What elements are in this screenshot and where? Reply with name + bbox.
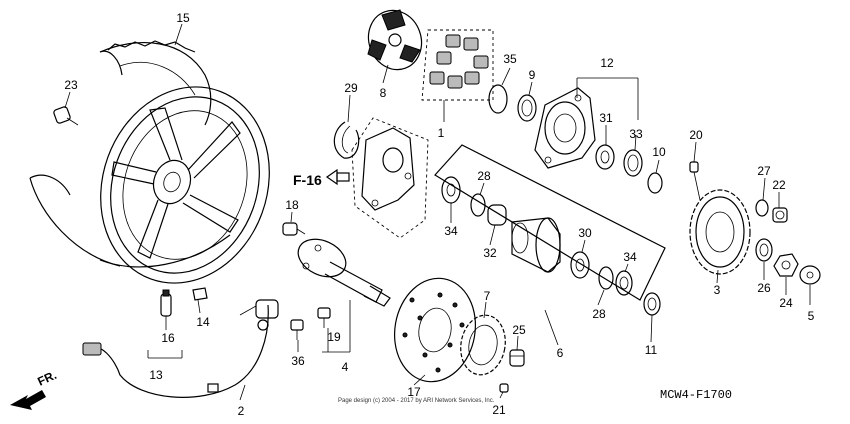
callout-27: 27 <box>757 164 771 178</box>
valve-clip <box>192 287 208 301</box>
circlip-28a <box>470 193 486 217</box>
nut-22 <box>772 207 788 223</box>
callout-36: 36 <box>291 354 305 368</box>
callout-1: 1 <box>438 126 445 140</box>
callout-15: 15 <box>176 11 190 25</box>
seal-33 <box>623 149 643 177</box>
bolt-25 <box>509 349 525 367</box>
driven-sprocket <box>689 189 751 275</box>
washer-27 <box>755 199 769 217</box>
damper-box <box>421 29 494 101</box>
circlip-28b <box>598 266 614 290</box>
rear-wheel <box>99 86 270 284</box>
dampers <box>429 34 489 89</box>
callout-25: 25 <box>512 323 526 337</box>
callout-19: 19 <box>327 330 341 344</box>
sprocket-flange <box>534 87 596 169</box>
callout-35: 35 <box>503 52 517 66</box>
rear-axle <box>297 238 391 307</box>
callout-30: 30 <box>578 226 592 240</box>
hub-drum <box>511 217 561 273</box>
collar-9 <box>517 94 537 122</box>
callout-2: 2 <box>238 404 245 418</box>
cover-box <box>351 117 429 239</box>
stud-bolt-20 <box>689 161 701 201</box>
callout-13: 13 <box>149 368 163 382</box>
bearing-31 <box>595 144 615 170</box>
front-direction-arrow: FR. <box>10 368 59 410</box>
callout-17: 17 <box>407 385 421 399</box>
callout-34a: 34 <box>444 224 458 238</box>
copyright-notice: Page design (c) 2004 - 2017 by ARI Netwo… <box>338 398 495 404</box>
front-direction-label: FR. <box>35 368 58 389</box>
callout-22: 22 <box>772 178 786 192</box>
callout-numbers: 1 2 3 4 5 6 7 8 9 10 11 12 13 14 15 16 1… <box>64 11 814 418</box>
nut-24 <box>773 253 799 277</box>
distance-collar-32 <box>487 204 507 226</box>
o-ring-35 <box>488 84 508 114</box>
callout-7: 7 <box>484 289 491 303</box>
collar-11 <box>643 292 661 316</box>
snap-ring-29 <box>333 121 360 159</box>
damper-holder <box>367 9 423 71</box>
callout-18: 18 <box>285 198 299 212</box>
callout-3: 3 <box>714 283 721 297</box>
callout-21: 21 <box>492 403 506 417</box>
callout-4: 4 <box>342 360 349 374</box>
callout-29: 29 <box>344 81 358 95</box>
bolt-23 <box>53 106 79 126</box>
callout-9: 9 <box>529 68 536 82</box>
callout-12: 12 <box>600 56 614 70</box>
bolt-36 <box>290 319 304 340</box>
callout-28b: 28 <box>592 307 606 321</box>
speed-sensor <box>82 299 279 398</box>
callout-6: 6 <box>557 346 564 360</box>
callout-5: 5 <box>808 309 815 323</box>
callout-32: 32 <box>483 246 497 260</box>
callout-10: 10 <box>652 145 666 159</box>
figure-code: MCW4-F1700 <box>660 388 732 402</box>
valve-stem <box>160 289 172 330</box>
reference-label: F-16 <box>293 172 322 188</box>
brake-disc <box>393 277 477 383</box>
leader-lines <box>64 23 811 401</box>
collar-10 <box>647 172 663 194</box>
seal-34b <box>615 270 633 296</box>
callout-14: 14 <box>196 315 210 329</box>
washer-26 <box>755 238 773 262</box>
bolt-21 <box>499 383 509 393</box>
callout-23: 23 <box>64 78 78 92</box>
bolt-19 <box>317 307 331 328</box>
wheel-cover <box>361 127 415 211</box>
callout-24: 24 <box>779 296 793 310</box>
hub-bearing-34a <box>441 176 461 204</box>
callout-11: 11 <box>645 343 658 357</box>
callout-20: 20 <box>689 128 703 142</box>
callout-31: 31 <box>599 111 613 125</box>
bearing-30 <box>570 251 590 279</box>
callout-16: 16 <box>161 331 175 345</box>
callout-8: 8 <box>380 86 387 100</box>
nut-5 <box>799 265 821 285</box>
pulser-ring <box>460 314 506 376</box>
callout-33: 33 <box>629 127 643 141</box>
bolt-18 <box>282 222 306 236</box>
callout-34b: 34 <box>623 250 637 264</box>
rear-tire <box>29 40 212 267</box>
callout-28a: 28 <box>477 169 491 183</box>
callout-26: 26 <box>757 281 771 295</box>
